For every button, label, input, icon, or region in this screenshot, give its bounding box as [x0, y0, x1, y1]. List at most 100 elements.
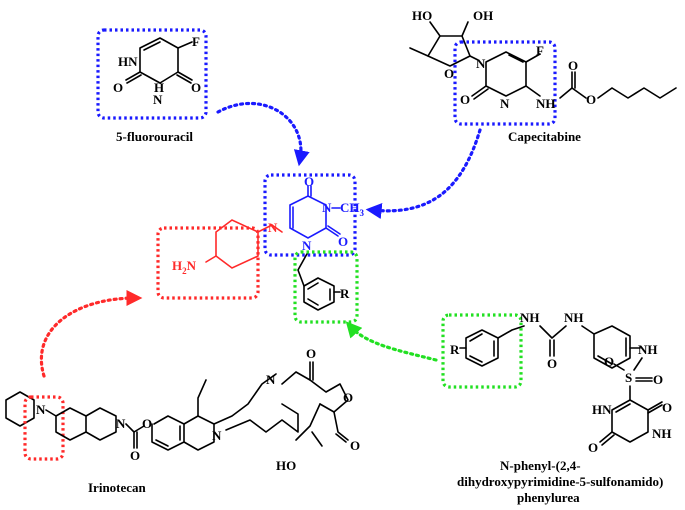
capecitabine-nh-bond [525, 85, 541, 97]
capecitabine-hydroxyl-1: HO [412, 8, 432, 23]
capecitabine-pyrimidine-ring [485, 51, 527, 97]
arrow-fluorouracil-to-hybrid [216, 101, 310, 167]
phenylurea-urea-o: O [547, 356, 557, 371]
phenylurea-caption-line1: N-phenyl-(2,4- [500, 458, 581, 473]
irinotecan-caption: Irinotecan [88, 480, 147, 495]
irinotecan-carbamate-n: N [116, 416, 126, 431]
hybrid-n3: N [322, 200, 332, 215]
phenylurea-sulfonamide-nh: NH [638, 342, 658, 357]
phenylurea-so-bond-right [635, 377, 653, 382]
hybrid-c4-carbonyl [307, 185, 312, 197]
phenylurea-phenylene-double-bonds [597, 337, 627, 365]
phenylurea-phenylene-ring [581, 325, 631, 369]
phenylurea-nh1-bond [497, 325, 525, 339]
phenylurea-aryl-ring [465, 329, 499, 367]
capecitabine-caption: Capecitabine [508, 129, 581, 144]
phenylurea-aryl-highlight-box [441, 313, 523, 389]
irinotecan-outer-piperidine-n: N [36, 402, 46, 417]
phenylurea-nh1: NH [520, 310, 540, 325]
fluorouracil-c2-carbonyl [125, 71, 142, 84]
fluorouracil-double-bond [143, 41, 161, 51]
hybrid-o2: O [338, 234, 348, 249]
phenylurea-nh2: NH [564, 310, 584, 325]
irinotecan-pyrrole-n: N [266, 372, 276, 387]
capecitabine-fluorine: F [536, 43, 544, 58]
fluorouracil-c4-carbonyl [176, 71, 193, 84]
capecitabine-ribose-ring [427, 35, 471, 67]
hybrid-amine-bond [205, 255, 217, 263]
fluorouracil-o2: O [113, 80, 123, 95]
capecitabine-o2: O [460, 92, 470, 107]
capecitabine-ring-oxygen: O [444, 66, 454, 81]
hybrid-aminopiperidine-highlight-box [156, 226, 260, 300]
irinotecan-piperidine-highlight-box [23, 395, 65, 461]
fluorouracil-n3-h: H [154, 80, 164, 95]
hybrid-aryl-highlight-box [293, 250, 359, 324]
capecitabine-f-bond [525, 53, 541, 63]
capecitabine-glycosidic-bond [469, 55, 479, 61]
irinotecan-lactone-ring [309, 379, 349, 413]
fluorouracil-n3: N [153, 92, 163, 107]
irinotecan-carbamate-carbonyl [125, 423, 138, 449]
capecitabine-n3: N [500, 96, 510, 111]
phenylurea-sulfonyl-o2: O [604, 354, 614, 369]
irinotecan-lactone-o: O [350, 438, 360, 453]
irinotecan-bipiperidine-ring [85, 407, 117, 441]
phenylurea-uracil-o2: O [588, 440, 598, 455]
fluorouracil-caption: 5-fluorouracil [116, 129, 193, 144]
irinotecan-ethyl-2-tail [311, 431, 323, 447]
hybrid-uracil-highlight-box [263, 173, 357, 257]
irinotecan-ester-o: O [142, 416, 152, 431]
hybrid-aryl-ring [303, 277, 335, 311]
irinotecan-lactone-carbonyl [333, 411, 349, 443]
hybrid-methyl: CH3 [340, 200, 365, 218]
phenylurea-sulfonyl-o1: O [653, 372, 663, 387]
fluorouracil-ring [139, 37, 179, 84]
fluorouracil-n1-label: HN [118, 54, 138, 69]
phenylurea-ns-bond [633, 357, 643, 371]
arrow-phenylurea-to-hybrid [345, 321, 438, 362]
irinotecan-outer-piperidine [5, 391, 35, 427]
irinotecan-carbamate-o1: O [130, 448, 140, 463]
capecitabine-pentyl-chain [597, 87, 677, 99]
irinotecan-inner-piperidine [45, 407, 87, 441]
capecitabine-carbamate-carbonyl [571, 71, 576, 89]
irinotecan-structure: N N O O N N O O O HO Irinotecan [5, 346, 360, 495]
irinotecan-pyridone-ring [225, 403, 299, 433]
hybrid-aryl-double-bonds [307, 282, 331, 306]
phenylurea-uracil-c2-carbonyl [599, 431, 615, 446]
irinotecan-ester-bond [133, 425, 145, 433]
hybrid-o4: O [304, 174, 314, 189]
hybrid-amine: H2N [172, 258, 197, 276]
phenylurea-so-bond-left [613, 363, 625, 371]
hybrid-piperidine-n: N [268, 220, 278, 235]
sulfonamido-phenylurea-structure: R NH O NH NH S O O O HN NH O N-phenyl-(2… [441, 310, 672, 505]
capecitabine-carbamate-chain [559, 87, 587, 99]
phenylurea-uracil-ring [611, 399, 649, 443]
capecitabine-structure: HO OH O N F O N NH O O Capecitabine [409, 8, 677, 144]
capecitabine-ester-o: O [586, 92, 596, 107]
phenylurea-urea-carbonyl [549, 339, 555, 357]
irinotecan-pyrrole-bonds [213, 373, 277, 425]
capecitabine-carbamate-o: O [568, 58, 578, 73]
arrow-irinotecan-to-hybrid [39, 290, 143, 378]
capecitabine-methyl [409, 47, 429, 57]
phenylurea-r-group: R [450, 342, 460, 357]
phenylurea-aryl-double-bonds [469, 333, 495, 363]
fluorouracil-pyrimidine-highlight-box [96, 28, 208, 120]
phenylurea-caption-line3: phenylurea [517, 490, 580, 505]
fluorouracil-o4: O [191, 80, 201, 95]
capecitabine-n1: N [476, 56, 486, 71]
hybrid-uracil-ring [289, 195, 327, 239]
phenylurea-uracil-c4-carbonyl [647, 401, 663, 414]
irinotecan-quinoline-ring [183, 415, 215, 451]
hybrid-n1: N [302, 238, 312, 253]
hybrid-c2-carbonyl [325, 225, 341, 237]
capecitabine-hydroxyl-2: OH [473, 8, 493, 23]
irinotecan-pyridone-o: O [306, 346, 316, 361]
phenylurea-uracil-n1: HN [592, 402, 612, 417]
irinotecan-hydroxyl: HO [276, 458, 296, 473]
capecitabine-pyrimidine-highlight-box [453, 40, 557, 126]
irinotecan-pyridone-carbonyl [281, 361, 314, 385]
